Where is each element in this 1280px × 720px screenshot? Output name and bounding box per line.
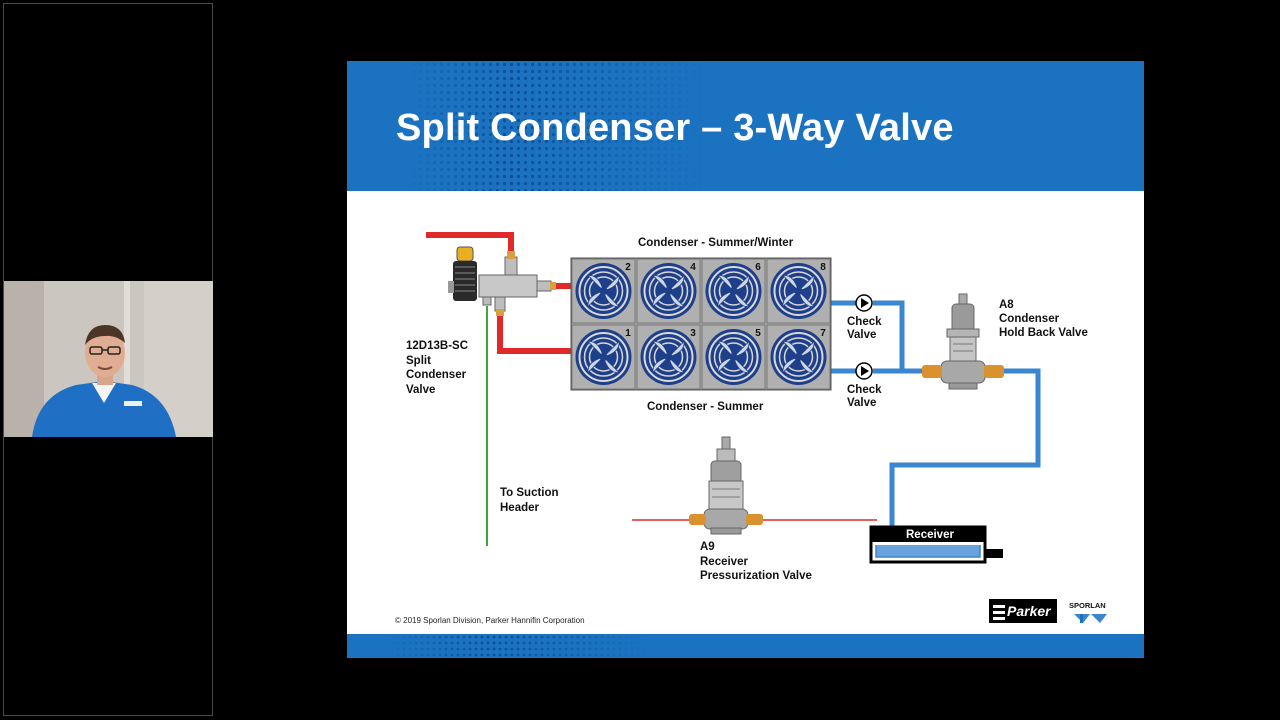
fan-number-label: 1 <box>625 328 631 339</box>
presenter-video-frame <box>4 281 213 437</box>
fan-number-label: 5 <box>755 328 761 339</box>
sporlan-logo-text: SPORLAN <box>1069 601 1106 610</box>
suction-header-label: To Suction Header <box>500 487 559 514</box>
condenser-fan-icon <box>571 258 636 324</box>
condenser-top-label: Condenser - Summer/Winter <box>638 237 794 249</box>
receiver-tank-icon <box>869 525 1003 564</box>
a8-holdback-valve-icon <box>922 293 1004 390</box>
condenser-fan-icon <box>571 324 636 390</box>
split-condenser-valve-label: 12D13B-SC Split Condenser Valve <box>406 340 468 396</box>
fan-number-label: 7 <box>820 328 826 339</box>
condenser-fan-icon <box>766 258 831 324</box>
check-valve-top-label: Check Valve <box>847 316 882 341</box>
condenser-fan-icon <box>766 324 831 390</box>
fan-number-label: 4 <box>690 262 696 273</box>
parker-logo-text: Parker <box>1007 603 1051 619</box>
condenser-bottom-label: Condenser - Summer <box>647 401 764 413</box>
check-valve-bottom-label: Check Valve <box>847 384 882 409</box>
fan-number-label: 6 <box>755 262 761 273</box>
footer-halftone <box>387 634 647 658</box>
check-valve-bottom-icon <box>855 362 873 380</box>
presenter-webcam <box>4 281 213 437</box>
halftone-pattern <box>407 61 707 191</box>
fan-number-label: 2 <box>625 262 631 273</box>
slide-header-band: Split Condenser – 3-Way Valve <box>347 61 1144 191</box>
receiver-label: Receiver <box>906 529 954 541</box>
a8-valve-label: A8 Condenser Hold Back Valve <box>999 299 1088 339</box>
hot-gas-line <box>426 232 571 354</box>
split-condenser-valve-icon <box>448 246 556 316</box>
copyright-notice: © 2019 Sporlan Division, Parker Hannifin… <box>395 616 585 625</box>
fan-number-label: 8 <box>820 262 826 273</box>
liquid-line <box>831 300 1041 545</box>
condenser-unit: 2 4 6 8 1 3 5 7 <box>570 257 832 391</box>
condenser-fan-icon <box>636 258 701 324</box>
slide-footer-band <box>347 634 1144 658</box>
a9-pressurization-valve-icon <box>689 436 763 535</box>
condenser-fan-icon <box>701 258 766 324</box>
sporlan-logo <box>1074 614 1107 623</box>
presentation-slide: Split Condenser – 3-Way Valve <box>347 61 1144 658</box>
condenser-fan-icon <box>636 324 701 390</box>
a9-valve-label: A9 Receiver Pressurization Valve <box>700 541 812 582</box>
condenser-fan-icon <box>701 324 766 390</box>
slide-title: Split Condenser – 3-Way Valve <box>396 107 954 149</box>
check-valve-top-icon <box>855 294 873 312</box>
parker-logo <box>989 599 1057 623</box>
fan-number-label: 3 <box>690 328 696 339</box>
refrigeration-diagram: 2 4 6 8 1 3 5 7 <box>426 232 1107 623</box>
